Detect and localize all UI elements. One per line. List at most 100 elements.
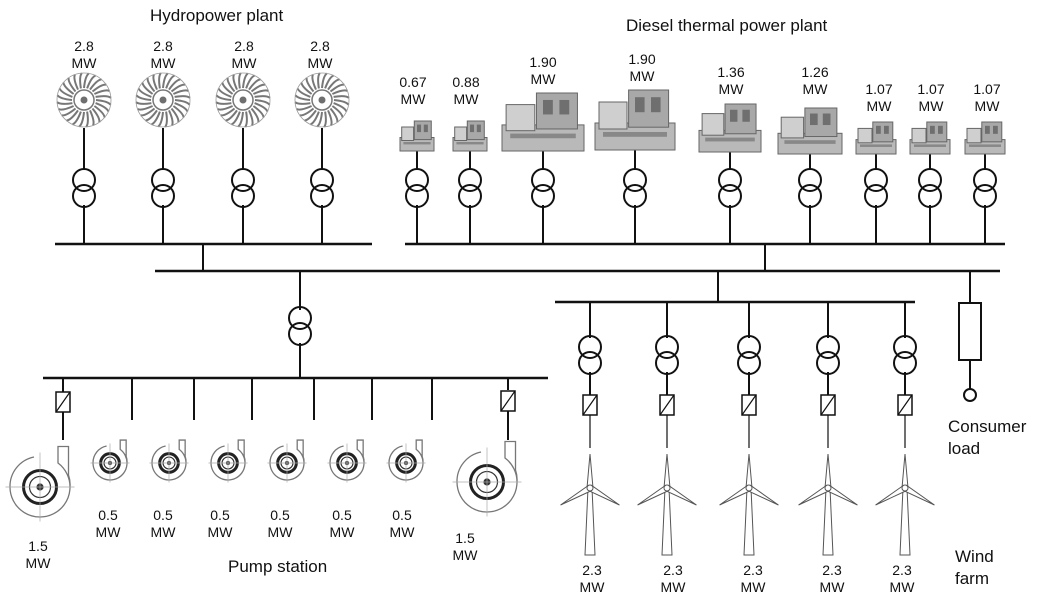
pump-volute [92, 439, 128, 481]
generator-detail [635, 97, 645, 113]
transformer-icon [72, 168, 96, 208]
rating-value: 1.5 [455, 530, 475, 546]
rating-value: 2.8 [153, 38, 173, 54]
load-terminal [963, 388, 977, 402]
wind-tower [822, 487, 834, 556]
transformer-winding-upper [718, 168, 742, 192]
generator-detail [476, 124, 481, 133]
turbine-bucket [252, 89, 269, 95]
turbine-bucket [250, 107, 260, 123]
rating-unit: MW [629, 68, 655, 84]
pump-casing [269, 445, 284, 464]
turbine-rim [294, 72, 350, 128]
converter-diagonal [582, 394, 598, 416]
turbine-bucket [95, 95, 112, 99]
generator-rail [860, 144, 892, 147]
turbine-bucket [305, 77, 315, 93]
turbine-bucket [151, 111, 161, 126]
diesel-generator-icon [909, 121, 951, 155]
turbine-bucket [299, 107, 315, 117]
transformer-winding-lower [655, 351, 679, 375]
diesel-generator-icon [501, 92, 585, 152]
transformer-winding-lower [893, 351, 917, 375]
turbine-bucket [86, 74, 96, 89]
converter-diagonal [820, 394, 836, 416]
pump-casing [210, 445, 225, 464]
transformer-icon [655, 335, 679, 375]
turbine-bucket [323, 111, 327, 128]
rating-unit: MW [889, 579, 915, 595]
transformer-winding-lower [310, 184, 334, 208]
rating-value: 1.90 [628, 51, 656, 67]
turbine-bucket [152, 74, 158, 91]
turbine-bucket [220, 107, 236, 117]
rating-unit: MW [389, 524, 415, 540]
wind-blade [663, 453, 671, 489]
wind-tower [661, 487, 673, 556]
turbine-bucket [157, 111, 164, 128]
transformer-winding-lower [737, 351, 761, 375]
turbine-bucket [137, 88, 152, 98]
rating-unit: MW [71, 55, 97, 71]
turbine-bucket [174, 99, 191, 106]
turbine-bucket [145, 109, 158, 122]
transformer-icon [798, 168, 822, 208]
rating-value: 2.3 [582, 562, 602, 578]
wind-farm-title: Wind farm [955, 546, 994, 590]
centrifugal-pump-icon [5, 445, 75, 522]
generator-rail [510, 133, 576, 139]
turbine-bucket [165, 74, 175, 89]
consumer-load-title-line2: load [948, 439, 981, 458]
wind-blade [745, 453, 753, 489]
converter-icon [897, 394, 913, 416]
wind-tower [743, 487, 755, 556]
transformer-winding-lower [973, 184, 997, 208]
turbine-bucket [91, 83, 107, 93]
generator-detail [742, 109, 750, 122]
rating-unit: MW [207, 524, 233, 540]
turbine-bucket [244, 111, 248, 128]
transformer-winding-lower [718, 184, 742, 208]
turbine-rim [135, 72, 191, 128]
bus-layer [43, 242, 1005, 380]
converter-diagonal [500, 390, 516, 412]
generator-alternator [401, 126, 415, 141]
centrifugal-pump-icon [452, 440, 522, 517]
rating-value: 1.07 [865, 81, 893, 97]
rating-value: 0.5 [210, 507, 230, 523]
generator-engine [724, 103, 757, 135]
transformer-winding-lower [578, 351, 602, 375]
generator-engine [872, 121, 894, 143]
transformer-winding-lower [798, 184, 822, 208]
wind-hub [586, 484, 594, 492]
centrifugal-pump-icon [149, 439, 189, 483]
transformer-icon [973, 168, 997, 208]
generator-detail [417, 124, 422, 133]
rating-unit: MW [150, 524, 176, 540]
turbine-bucket [135, 101, 152, 105]
transformer-icon [578, 335, 602, 375]
generator-detail [543, 99, 553, 115]
generator-detail [993, 125, 998, 134]
transformer-winding-upper [973, 168, 997, 192]
turbine-axle [80, 96, 88, 104]
generator-engine [804, 107, 838, 138]
turbine-bucket [238, 72, 242, 89]
centrifugal-pump-icon [386, 439, 426, 483]
pump-volute [329, 439, 365, 481]
converter-icon [582, 394, 598, 416]
generator-engine [628, 89, 670, 128]
generator-detail [423, 124, 428, 133]
pump-volute [388, 439, 424, 481]
transformer-winding-lower [405, 184, 429, 208]
transformer-winding-lower [531, 184, 555, 208]
transformer-winding-upper [798, 168, 822, 192]
turbine-bucket [252, 105, 265, 118]
pump-casing [9, 456, 35, 488]
